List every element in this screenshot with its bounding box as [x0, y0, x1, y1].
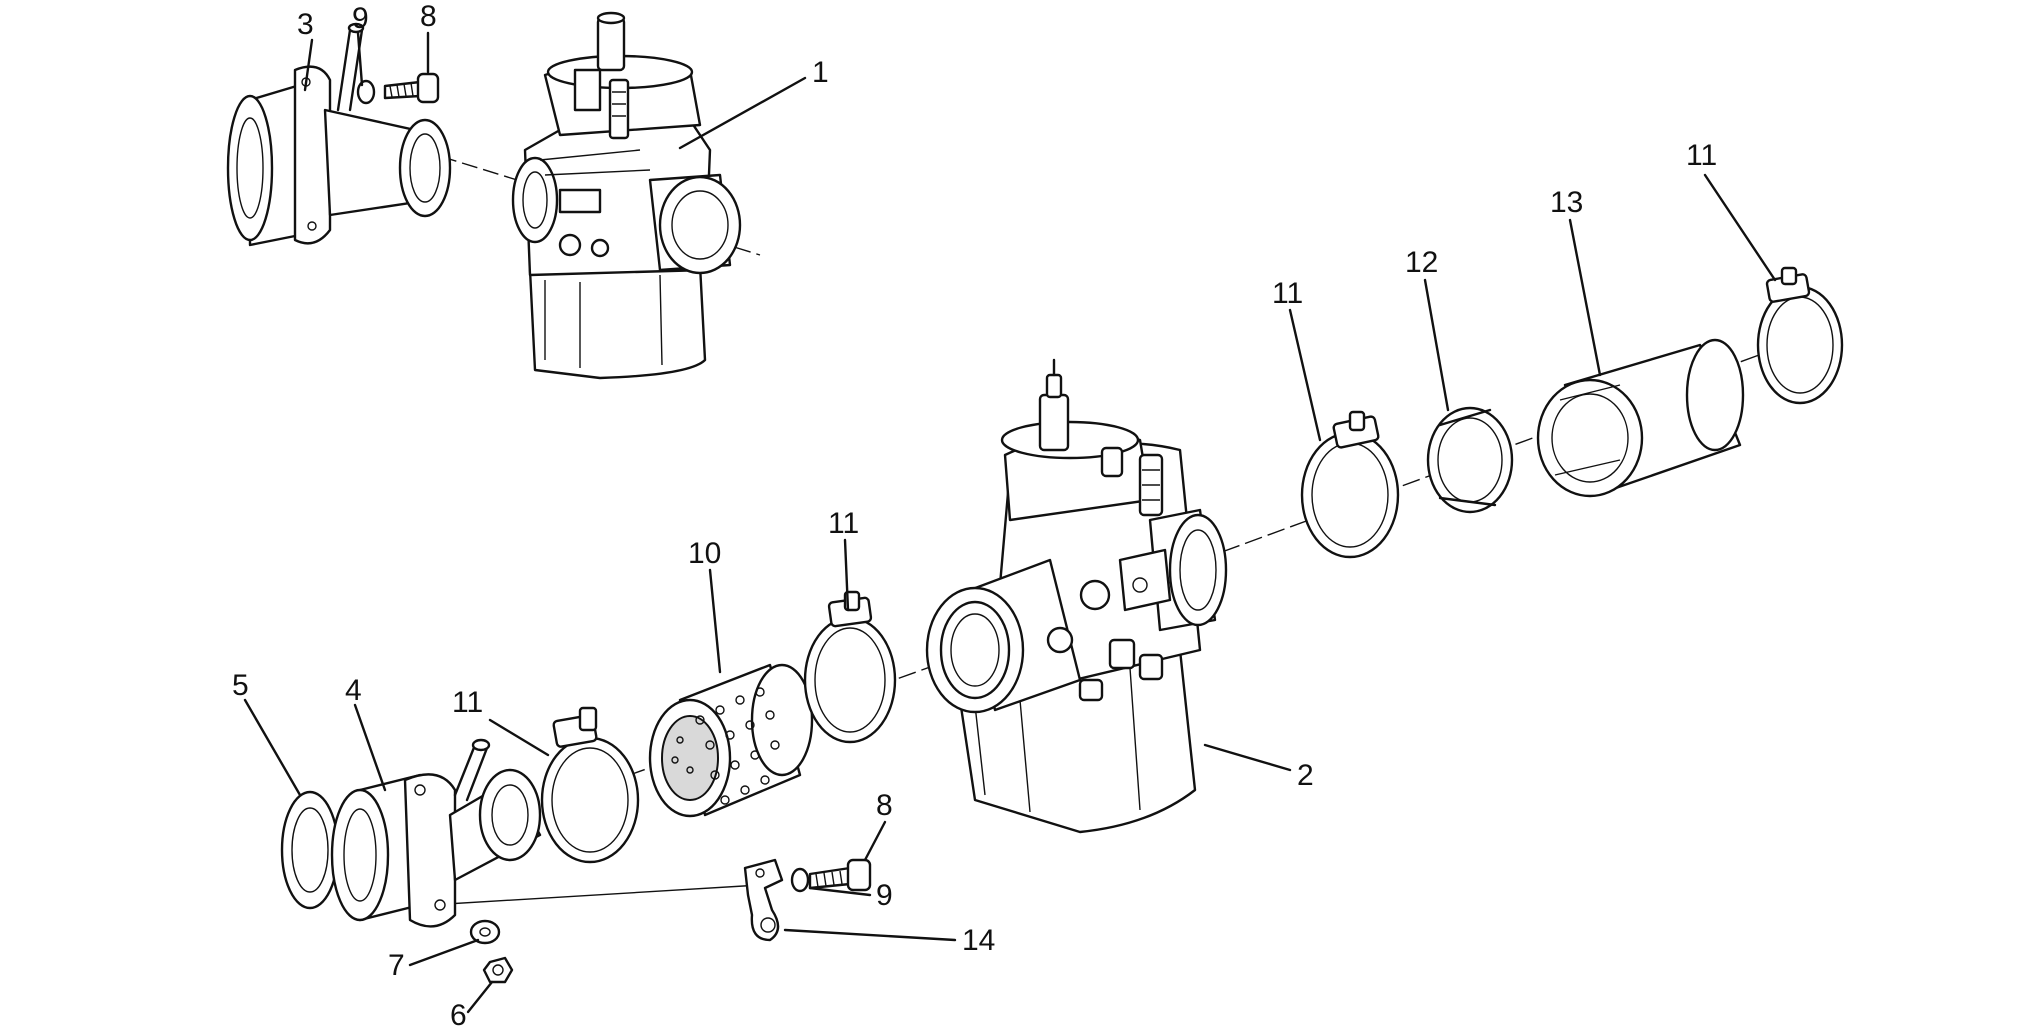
- callout-11: 11: [1272, 277, 1303, 310]
- callout-2: 2: [1297, 759, 1314, 792]
- part-11-hose-clamp: [1756, 266, 1844, 405]
- callout-labels: 1 2 3 4 5 6 7 8 8 9 9 10 11 11 11 11 12 …: [232, 0, 1717, 1029]
- part-13-filter-housing: [1536, 338, 1745, 498]
- part-10-air-filter: [648, 663, 814, 818]
- callout-8: 8: [876, 789, 893, 822]
- part-9-washer: [790, 867, 810, 893]
- callout-5: 5: [232, 669, 249, 702]
- part-5-gasket: [280, 790, 340, 910]
- part-8-screw: [383, 72, 440, 104]
- callout-11: 11: [828, 507, 859, 540]
- callout-9: 9: [876, 879, 893, 912]
- top-assembly: [226, 11, 761, 380]
- part-11-hose-clamp: [540, 706, 640, 864]
- part-9-washer: [356, 79, 376, 105]
- part-1-carburetor: [511, 11, 742, 380]
- callout-9: 9: [352, 2, 369, 35]
- part-3-intake-manifold: [226, 65, 452, 247]
- callout-8: 8: [420, 0, 437, 33]
- part-14-bracket: [743, 858, 784, 942]
- part-11-hose-clamp: [1300, 410, 1400, 559]
- callout-13: 13: [1550, 186, 1583, 219]
- part-2-carburetor: [925, 358, 1228, 834]
- callout-1: 1: [812, 56, 829, 89]
- callout-7: 7: [388, 949, 405, 982]
- part-11-hose-clamp: [803, 590, 897, 744]
- part-12-ring: [1426, 406, 1514, 514]
- callout-6: 6: [450, 999, 467, 1029]
- callout-11: 11: [452, 686, 483, 719]
- callout-11: 11: [1686, 139, 1717, 172]
- callout-14: 14: [962, 924, 995, 957]
- callout-12: 12: [1405, 246, 1438, 279]
- bottom-assembly: [280, 266, 1844, 984]
- part-6-nut: [482, 956, 514, 984]
- callout-4: 4: [345, 674, 362, 707]
- leader-lines: [243, 31, 1777, 1014]
- part-7-washer: [469, 919, 501, 945]
- callout-3: 3: [297, 8, 314, 41]
- part-4-intake-manifold: [330, 738, 542, 928]
- part-8-screw: [808, 858, 872, 892]
- callout-10: 10: [688, 537, 721, 570]
